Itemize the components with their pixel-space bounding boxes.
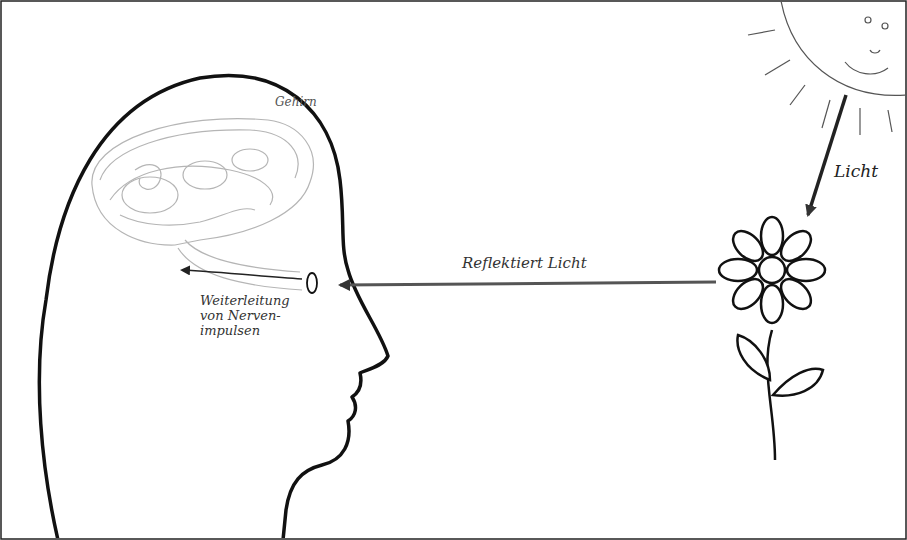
head-outline [39, 75, 388, 538]
sun [748, 2, 905, 135]
light-label: Licht [834, 162, 878, 182]
reflected-light-arrow [340, 282, 716, 285]
light-arrow [808, 95, 846, 215]
nerve-impulse-label: Weiterleitung von Nerven- impulsen [200, 294, 298, 339]
flower [719, 217, 825, 460]
reflected-light-label: Reflektiert Licht [462, 255, 587, 272]
nerve-arrow [182, 270, 302, 279]
eye [307, 273, 317, 293]
brain-sketch [92, 119, 313, 290]
brain-label: Gehirn [275, 96, 317, 110]
